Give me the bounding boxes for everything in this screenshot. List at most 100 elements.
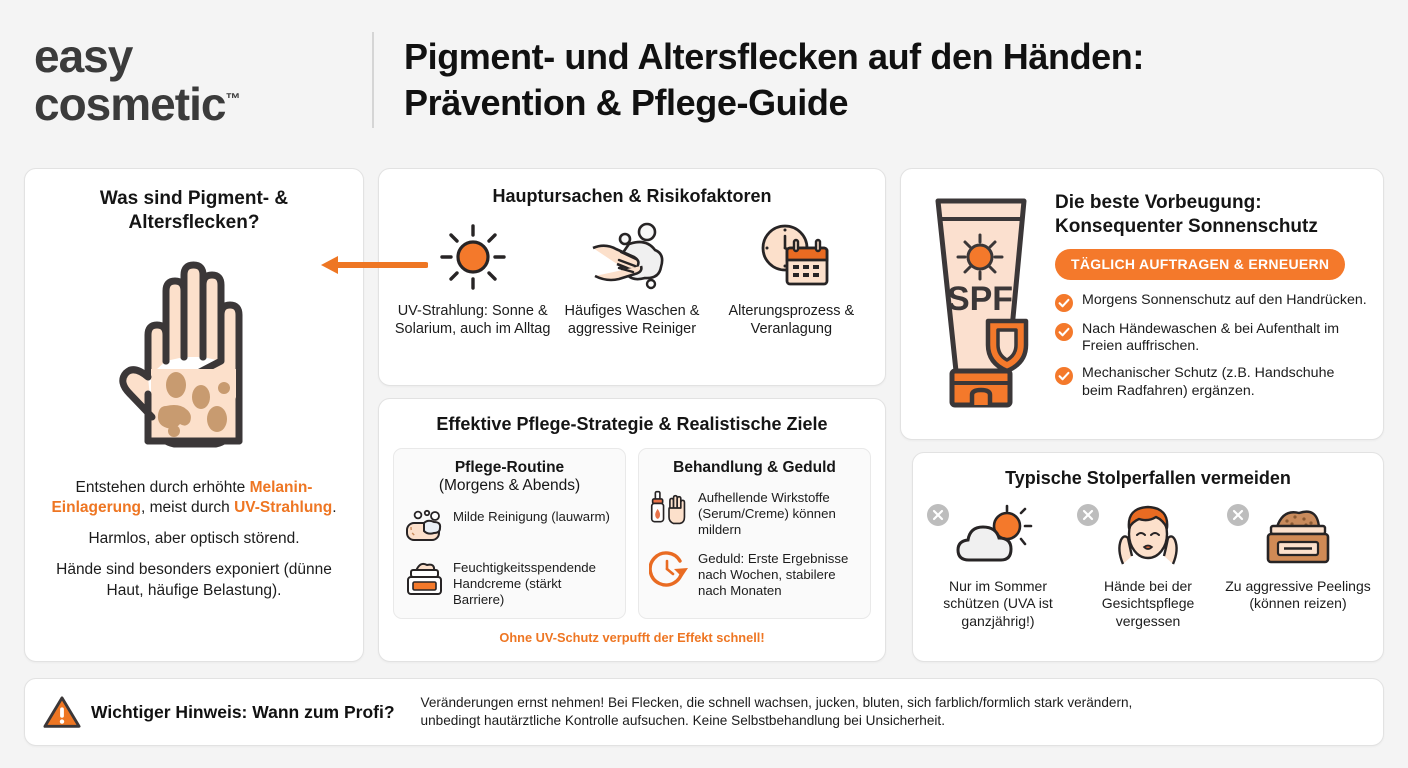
left-card-title-line1: Was sind Pigment- & [99, 188, 289, 209]
tube-spf-label: SPF [947, 280, 1013, 318]
check-circle-icon [1055, 293, 1073, 312]
x-badge-icon [1077, 503, 1099, 526]
check-circle-icon [1055, 367, 1073, 385]
scrub-jar-icon [1266, 509, 1330, 563]
pitfalls-row: Nur im Sommer schützen (UVA ist ganzjähr… [923, 500, 1373, 631]
hand-spots [157, 371, 230, 437]
x-badge-icon [927, 503, 949, 526]
header-divider [372, 32, 374, 128]
treatment-item-patience: Geduld: Erste Ergebnisse nach Wochen, st… [649, 549, 860, 599]
footer-warning-text-line1: Veränderungen ernst nehmen! Bei Flecken,… [420, 695, 1133, 711]
spotted-hand-illustration [41, 249, 347, 464]
soap-bar-icon [406, 510, 442, 542]
strategy-footnote: Ohne UV-Schutz verpufft der Effekt schne… [499, 629, 765, 645]
sun-cloud-icon [956, 504, 1033, 561]
pitfall-label-peelings: Zu aggressive Peelings (können reizen) [1225, 577, 1371, 612]
tube-sun-icon [956, 233, 1004, 281]
routine-icon-wrap-soap [404, 507, 444, 547]
spf-check-text-1: Morgens Sonnenschutz auf den Handrücken. [1082, 291, 1367, 308]
warning-triangle-icon [43, 696, 81, 728]
logo-cosmetic-text: cosmetic [34, 78, 226, 130]
cause-item-washing: Häufiges Waschen & aggressive Reiniger [554, 222, 710, 339]
footer-warning-bar: Wichtiger Hinweis: Wann zum Profi? Verän… [24, 678, 1384, 746]
pitfall-icon-wrap-cloud [925, 500, 1071, 572]
left-paragraph-3: Hände sind besonders exponiert (dünne Ha… [56, 561, 332, 600]
spf-check-text-3: Mechanischer Schutz (z.B. Handschuhe bei… [1082, 365, 1335, 399]
page-title-line2: Prävention & Pflege-Guide [404, 82, 849, 123]
treatment-item-serum: Aufhellende Wirkstoffe (Serum/Creme) kön… [649, 488, 860, 538]
check-circle-icon [1055, 322, 1073, 341]
spf-title-line2: Konsequenter Sonnenschutz [1055, 215, 1318, 237]
left-p1-highlight-melanin: Melanin-Einlagerung [51, 478, 313, 517]
face-care-icon [1118, 505, 1178, 564]
page-title: Pigment- und Altersflecken auf den Hände… [404, 34, 1408, 126]
serum-bottle-hand-icon [650, 491, 686, 525]
left-p1-part2: , meist durch [141, 499, 235, 517]
footer-warning-title: Wichtiger Hinweis: Wann zum Profi? [91, 701, 395, 722]
cause-item-uv: UV-Strahlung: Sonne & Solarium, auch im … [395, 222, 551, 339]
brand-logo: easy cosmetic™ [0, 29, 372, 129]
strategy-card-title: Effektive Pflege-Strategie & Realistisch… [436, 414, 828, 434]
sunscreen-tube-illustration: SPF [917, 183, 1045, 425]
panel-treatment-title-main: Behandlung & Geduld [673, 458, 836, 476]
logo-line-easy: easy [34, 29, 133, 82]
spf-check-item-2: Nach Händewaschen & bei Aufenthalt im Fr… [1055, 321, 1367, 357]
pitfall-item-face-care: Hände bei der Gesichtspflege vergessen [1075, 500, 1221, 631]
spf-content: Die beste Vorbeugung: Konsequenter Sonne… [1055, 183, 1367, 425]
treatment-text-serum: Aufhellende Wirkstoffe (Serum/Creme) kön… [698, 490, 836, 538]
cause-item-aging: Alterungsprozess & Veranlagung [713, 222, 869, 339]
cause-icon-wrap-uv [395, 222, 551, 292]
trademark-symbol: ™ [225, 90, 241, 108]
left-p1-part3: . [332, 499, 337, 517]
left-paragraph-2: Harmlos, aber optisch störend. [88, 530, 300, 548]
left-p1-part1: Entstehen durch erhöhte [75, 478, 250, 496]
spf-title-line1: Die beste Vorbeugung: [1055, 192, 1262, 213]
spf-check-list: Morgens Sonnenschutz auf den Handrücken.… [1055, 292, 1367, 401]
pitfall-label-face-care: Hände bei der Gesichtspflege vergessen [1101, 577, 1195, 629]
page-title-line1: Pigment- und Altersflecken auf den Hände… [404, 35, 1144, 77]
sunscreen-tube-icon: SPF [935, 198, 1029, 408]
card-common-pitfalls: Typische Stolperfallen vermeiden [912, 452, 1384, 662]
left-card-title: Was sind Pigment- & Altersflecken? [41, 187, 347, 235]
left-paragraph-1: Entstehen durch erhöhte Melanin-Einlager… [41, 478, 347, 520]
routine-item-cleansing: Milde Reinigung (lauwarm) [404, 507, 615, 547]
page-header: easy cosmetic™ Pigment- und Altersflecke… [0, 0, 1408, 160]
clock-calendar-icon [761, 224, 829, 285]
logo-line-cosmetic: cosmetic™ [34, 80, 372, 128]
panel-treatment-patience: Behandlung & Geduld [638, 447, 871, 619]
spf-check-text-2: Nach Händewaschen & bei Aufenthalt im Fr… [1082, 320, 1340, 355]
left-p1-highlight-uv: UV-Strahlung [234, 499, 333, 517]
arrow-left-icon [321, 256, 429, 274]
clock-arrow-icon [649, 551, 688, 587]
left-card-title-line2: Altersflecken? [128, 211, 260, 233]
card-sun-protection: SPF Die beste Vorbeugung: Konsequenter S… [900, 168, 1384, 440]
x-badge-icon [1227, 503, 1249, 526]
spf-check-item-3: Mechanischer Schutz (z.B. Handschuhe bei… [1055, 365, 1367, 401]
panel-care-routine-title: Pflege-Routine (Morgens & Abends) [404, 459, 615, 497]
pitfall-label-summer-only: Nur im Sommer schützen (UVA ist ganzjähr… [943, 577, 1053, 629]
sun-icon [439, 223, 506, 290]
footer-warning-text: Veränderungen ernst nehmen! Bei Flecken,… [421, 694, 1133, 730]
card-what-are-pigment-spots: Was sind Pigment- & Altersflecken? [24, 168, 364, 662]
routine-item-handcream: Feuchtigkeitsspendende Handcreme (stärkt… [404, 558, 615, 608]
cause-label-washing: Häufiges Waschen & aggressive Reiniger [564, 302, 700, 338]
panel-care-routine-title-main: Pflege-Routine [454, 458, 565, 476]
cause-label-aging: Alterungsprozess & Veranlagung [728, 302, 855, 338]
hand-washing-icon [592, 222, 664, 289]
footer-warning-text-line2: unbedingt hautärztliche Kontrolle aufsuc… [420, 713, 945, 728]
panel-care-routine: Pflege-Routine (Morgens & Abends) [393, 447, 626, 619]
card-care-strategy: Effektive Pflege-Strategie & Realistisch… [378, 398, 886, 662]
pitfalls-card-title: Typische Stolperfallen vermeiden [1005, 468, 1291, 488]
pitfall-item-summer-only: Nur im Sommer schützen (UVA ist ganzjähr… [925, 500, 1071, 631]
causes-row: UV-Strahlung: Sonne & Solarium, auch im … [393, 222, 871, 339]
cause-label-uv: UV-Strahlung: Sonne & Solarium, auch im … [394, 302, 551, 338]
causes-card-title: Hauptursachen & Risikofaktoren [492, 186, 772, 206]
card-main-causes: Hauptursachen & Risikofaktoren [378, 168, 886, 386]
spf-badge: TÄGLICH AUFTRAGEN & ERNEUERN [1055, 248, 1346, 280]
panel-treatment-title: Behandlung & Geduld [649, 459, 860, 478]
connector-arrow [318, 252, 429, 278]
cream-jar-icon [407, 563, 442, 596]
strategy-columns: Pflege-Routine (Morgens & Abends) [393, 447, 871, 619]
routine-text-handcream: Feuchtigkeitsspendende Handcreme (stärkt… [453, 560, 596, 607]
